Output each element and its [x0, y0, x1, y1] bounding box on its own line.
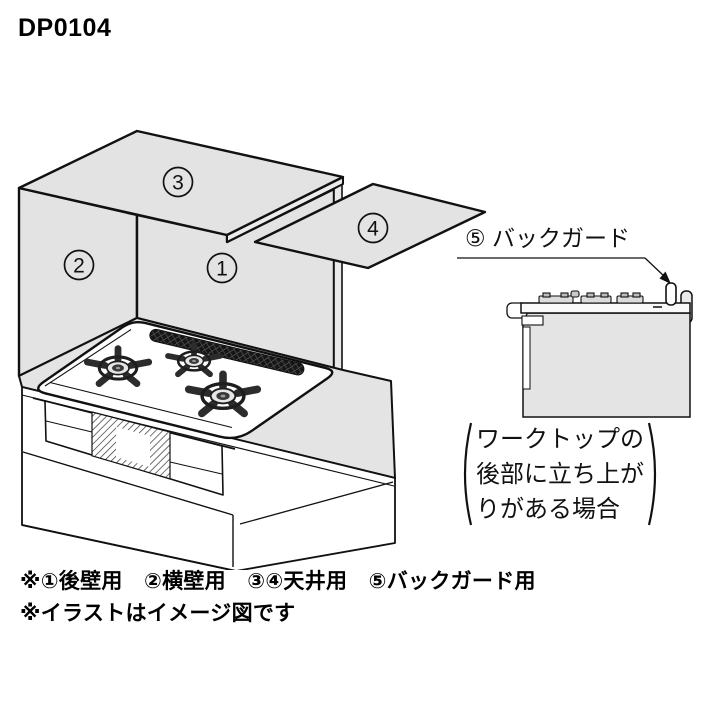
side-grates — [538, 290, 644, 304]
note-usage: ※①後壁用 ②横壁用 ③④天井用 ⑤バックガード用 — [20, 570, 536, 593]
panel-label-2: 2 — [63, 249, 95, 281]
cabinet-left-strip — [522, 326, 531, 390]
cooktop-rim-left — [44, 329, 132, 387]
caption-line-2: 後部に立ち上が — [476, 460, 644, 488]
panel-label-4: 4 — [357, 212, 389, 244]
cooktop-rim-front — [49, 381, 233, 429]
backguard-tab — [665, 282, 677, 306]
cooktop-surface — [37, 321, 334, 440]
panel-ceiling — [17, 129, 345, 237]
backguard-leader — [457, 257, 666, 278]
left-paren — [463, 422, 473, 526]
worktop-front-step — [521, 315, 544, 326]
panel-label-1: 1 — [206, 252, 238, 284]
svg-text:4: 4 — [367, 218, 379, 241]
backguard-arrow — [659, 271, 671, 284]
exhaust-grille — [149, 328, 305, 376]
caption-text: ワークトップの 後部に立ち上が りがある場合 — [476, 422, 644, 527]
backguard-caption: ワークトップの 後部に立ち上が りがある場合 — [458, 420, 718, 528]
counter-front-lines — [21, 394, 395, 570]
svg-text:1: 1 — [216, 258, 228, 281]
svg-text:3: 3 — [172, 172, 184, 195]
right-paren — [647, 422, 657, 526]
panel-ceiling-b — [253, 182, 487, 270]
panel-label-3: 3 — [162, 166, 194, 198]
main-illustration-svg: 1 2 3 4 — [17, 129, 487, 570]
svg-text:2: 2 — [73, 255, 85, 278]
caption-line-1: ワークトップの — [476, 425, 644, 453]
caption-line-3: りがある場合 — [476, 495, 620, 523]
grill-door-window — [116, 427, 150, 467]
page-title: DP0104 — [18, 14, 112, 42]
cooktop-slab — [520, 302, 691, 314]
note-disclaimer: ※イラストはイメージ図です — [20, 602, 296, 625]
side-view-svg: ⑤ バックガード — [457, 225, 693, 418]
backguard-label: ⑤ バックガード — [465, 225, 630, 251]
footnotes: ※①後壁用 ②横壁用 ③④天井用 ⑤バックガード用 ※イラストはイメージ図です — [20, 566, 710, 630]
cabinet-body — [522, 312, 691, 418]
